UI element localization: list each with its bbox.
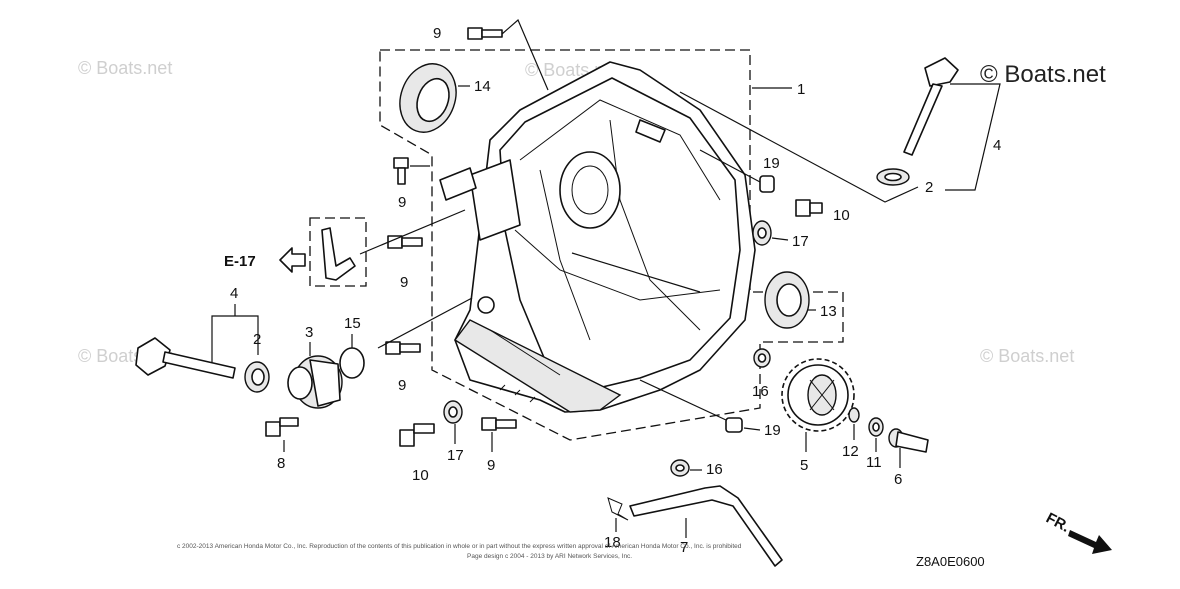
direction-label: FR. — [1043, 510, 1072, 536]
bolt-part-10-bottom[interactable] — [399, 423, 435, 447]
oil-filler-cap-part-4-right[interactable] — [903, 57, 959, 156]
callout-9-middle-left: 9 — [400, 274, 408, 291]
callout-2-right: 2 — [925, 179, 933, 196]
oil-filler-cap-part-4-left[interactable] — [135, 337, 236, 379]
bolt-part-9-lower-left[interactable] — [385, 341, 421, 355]
bolt-part-9-middle-left[interactable] — [387, 235, 423, 249]
callout-16-lower: 16 — [706, 461, 723, 478]
front-direction-arrow — [1068, 530, 1112, 554]
crankcase-cover-part-1[interactable] — [439, 61, 756, 413]
watermark-mid-right: © Boats.net — [980, 346, 1074, 366]
callout-5: 5 — [800, 457, 808, 474]
callout-14: 14 — [474, 78, 491, 95]
callout-19-bottom: 19 — [764, 422, 781, 439]
section-reference-arrow — [279, 247, 306, 273]
callout-3: 3 — [305, 324, 313, 341]
governor-arm-part-7[interactable] — [629, 485, 783, 567]
callout-17-bottom: 17 — [447, 447, 464, 464]
section-ref-label: E-17 — [224, 253, 256, 270]
o-ring-2-right-hole — [884, 172, 902, 182]
clip-part-18[interactable] — [607, 497, 629, 521]
brand-watermark: © Boats.net — [980, 61, 1106, 88]
governor-shaft-part-6[interactable] — [888, 428, 929, 453]
callout-9-upper-left: 9 — [398, 194, 406, 211]
callout-8: 8 — [277, 455, 285, 472]
o-ring-part-15[interactable] — [339, 347, 365, 379]
callout-17-right: 17 — [792, 233, 809, 250]
bolt-part-8[interactable] — [265, 417, 299, 437]
callout-13: 13 — [820, 303, 837, 320]
callout-4-left: 4 — [230, 285, 238, 302]
watermark-top-left: © Boats.net — [78, 58, 172, 78]
leader-4-right — [945, 83, 1001, 191]
oil-seal-part-14[interactable] — [391, 56, 466, 140]
washer-11-hole — [872, 422, 880, 432]
drain-plug-part-3[interactable] — [287, 355, 343, 409]
bearing-part-13[interactable] — [764, 271, 810, 329]
callout-9-bottom: 9 — [487, 457, 495, 474]
washer-part-12[interactable] — [848, 407, 860, 423]
leader-17-right — [771, 237, 789, 241]
callout-4-right: 4 — [993, 137, 1001, 154]
callout-6: 6 — [894, 471, 902, 488]
leader-9-middle-left — [359, 209, 466, 255]
callout-10-bottom: 10 — [412, 467, 429, 484]
callout-16-upper: 16 — [752, 383, 769, 400]
callout-9-lower-left: 9 — [398, 377, 406, 394]
callout-7: 7 — [680, 539, 688, 556]
bolt-part-10-right[interactable] — [795, 199, 823, 217]
callout-1: 1 — [797, 81, 805, 98]
leader-19-bottom-to-case — [639, 379, 727, 421]
washer-16-lower-hole — [675, 464, 685, 472]
callout-15: 15 — [344, 315, 361, 332]
washer-17-bottom-hole — [448, 406, 458, 418]
washer-16-upper-hole — [757, 353, 767, 363]
copyright-line-2: Page design c 2004 - 2013 by ARI Network… — [467, 553, 632, 560]
bolt-part-9-top[interactable] — [467, 27, 503, 40]
o-ring-2-left-hole — [251, 368, 265, 386]
callout-11: 11 — [866, 454, 882, 471]
leader-2-right — [679, 91, 919, 203]
callout-18: 18 — [604, 534, 621, 551]
callout-2-left: 2 — [253, 331, 261, 348]
breather-tube[interactable] — [321, 227, 356, 281]
washer-17-right-hole — [757, 227, 767, 239]
copyright-line-1: c 2002-2013 American Honda Motor Co., In… — [177, 543, 742, 550]
callout-9-top: 9 — [433, 25, 441, 42]
callout-12: 12 — [842, 443, 859, 460]
callout-19-top: 19 — [763, 155, 780, 172]
dowel-pin-part-19-bottom[interactable] — [725, 417, 743, 433]
leader-19-bottom — [743, 427, 761, 431]
governor-gear-part-5[interactable] — [781, 358, 855, 432]
diagram-code: Z8A0E0600 — [916, 554, 985, 569]
dowel-pin-part-19-top[interactable] — [759, 175, 775, 193]
front-direction-indicator: FR. — [1043, 510, 1112, 554]
bolt-part-9-upper-left[interactable] — [393, 157, 409, 185]
bolt-part-9-bottom[interactable] — [481, 417, 517, 431]
leader-9-lower-left — [377, 297, 473, 349]
leader-9-top — [501, 19, 549, 91]
callout-10-right: 10 — [833, 207, 850, 224]
leader-19-top — [699, 149, 761, 183]
leader-4-left — [211, 315, 259, 362]
